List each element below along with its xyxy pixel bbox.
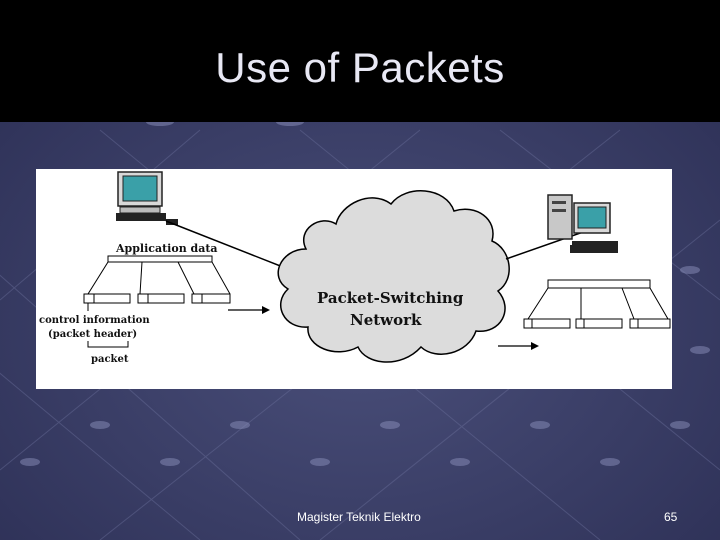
sender-computer-icon — [116, 171, 178, 225]
network-label-line1: Packet-Switching — [317, 289, 464, 307]
input-arrow-head — [262, 306, 270, 314]
reassembly-lines — [527, 287, 669, 320]
control-info-label: control information — [39, 315, 150, 326]
network-cloud — [277, 190, 510, 363]
slide-title: Use of Packets — [215, 44, 505, 91]
footer-text: Magister Teknik Elektro — [297, 510, 421, 524]
title-bar — [0, 0, 720, 122]
application-data-block — [107, 255, 213, 263]
sender-packets — [83, 293, 231, 304]
packet-diagram: Application data control information (pa… — [39, 171, 671, 365]
output-arrow-head — [531, 342, 539, 350]
packet-label: packet — [91, 354, 129, 365]
receiver-computer-icon — [547, 194, 618, 253]
page-number: 65 — [664, 510, 678, 524]
receiver-packets — [523, 318, 671, 329]
application-data-label: Application data — [115, 242, 218, 255]
packet-bracket — [87, 341, 129, 348]
network-label-line2: Network — [350, 311, 422, 329]
fragment-lines — [87, 261, 231, 295]
packet-header-label: (packet header) — [48, 329, 137, 340]
sender-link-line — [165, 220, 289, 270]
packet-diagram-figure: Application data control information (pa… — [36, 169, 672, 389]
reassembled-data-block — [547, 279, 651, 289]
